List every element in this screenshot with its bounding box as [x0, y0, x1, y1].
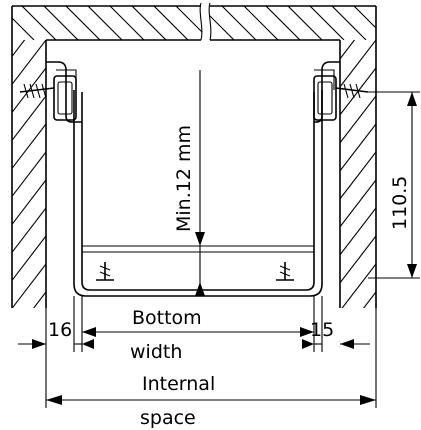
right-runner-rail [313, 61, 340, 123]
internal-space-dimension: Internal space [46, 373, 376, 429]
internal-space-label-line1: Internal [142, 373, 215, 395]
bottom-right-screw-icon [276, 262, 294, 281]
internal-space-label-line2: space [140, 407, 196, 429]
top-panel-hatching-right [210, 6, 376, 40]
min-gap-dimension: Min.12 mm [173, 70, 205, 296]
cabinet-right-wall [339, 6, 377, 308]
min-gap-label: Min.12 mm [173, 125, 195, 232]
left-clearance-label: 16 [48, 319, 72, 341]
bottom-width-label-line2: width [130, 341, 182, 363]
top-panel-hatching-left [12, 6, 202, 40]
right-clearance-dimension: 15 [302, 319, 370, 349]
bottom-width-dimension: Bottom width [82, 307, 314, 363]
left-runner-rail [46, 61, 82, 123]
cabinet-left-wall [11, 6, 47, 308]
left-fixing-screw-icon [19, 83, 55, 99]
bottom-width-label-line1: Bottom [132, 307, 202, 329]
right-clearance-label: 15 [310, 319, 334, 341]
bottom-left-screw-icon [96, 262, 114, 281]
height-label: 110.5 [389, 176, 411, 230]
left-clearance-dimension: 16 [18, 319, 94, 349]
right-fixing-screw-icon [335, 83, 369, 99]
height-dimension: 110.5 [368, 91, 420, 279]
cabinet-top-panel [12, 2, 376, 41]
